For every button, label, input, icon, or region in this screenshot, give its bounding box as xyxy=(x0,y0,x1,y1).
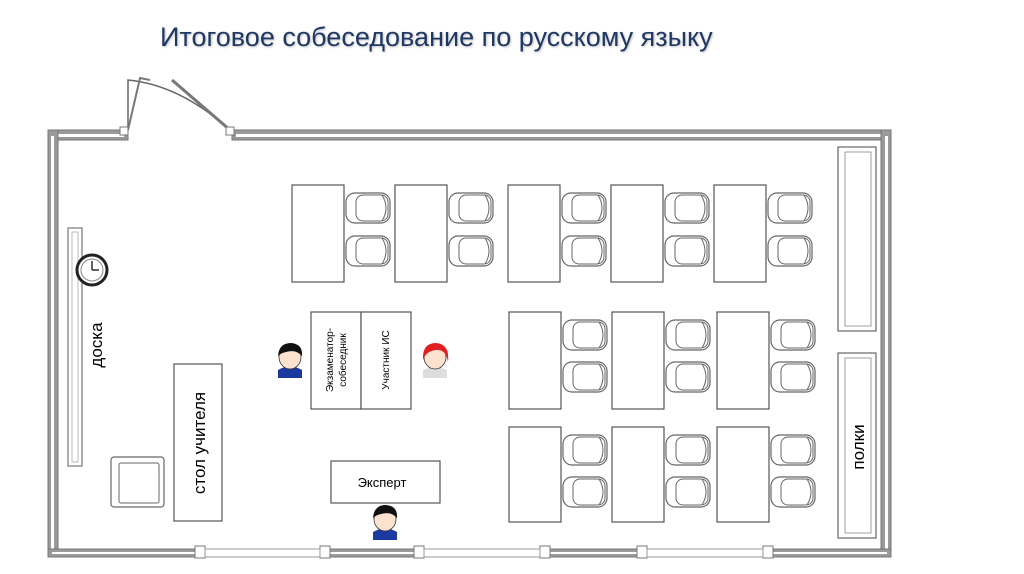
person-icon-participant xyxy=(422,343,449,378)
person-icon-expert xyxy=(373,505,398,540)
expert-desk: Эксперт xyxy=(330,460,441,504)
examiner-label-line2: собеседник xyxy=(337,333,349,387)
participant-label: Участник ИС xyxy=(381,330,392,389)
shelves: полки xyxy=(837,146,877,539)
examiner-label-line1: Экзаменатор- xyxy=(325,328,336,392)
shelves-label: полки xyxy=(849,424,868,469)
teacher-desk: стол учителя xyxy=(173,363,223,522)
expert-label: Эксперт xyxy=(358,475,407,490)
door-icon xyxy=(119,76,235,136)
board: доска xyxy=(67,227,106,467)
page-title: Итоговое собеседование по русскому языку xyxy=(160,22,713,52)
teacher-chair-icon xyxy=(110,456,165,508)
clock-icon xyxy=(75,253,109,287)
teacher-desk-label: стол учителя xyxy=(190,392,209,494)
windows xyxy=(194,545,774,559)
exam-desks: Экзаменатор- собеседник Участник ИС xyxy=(310,311,412,410)
board-label: доска xyxy=(87,322,106,368)
person-icon-examiner xyxy=(278,343,303,378)
student-desks xyxy=(291,184,770,523)
